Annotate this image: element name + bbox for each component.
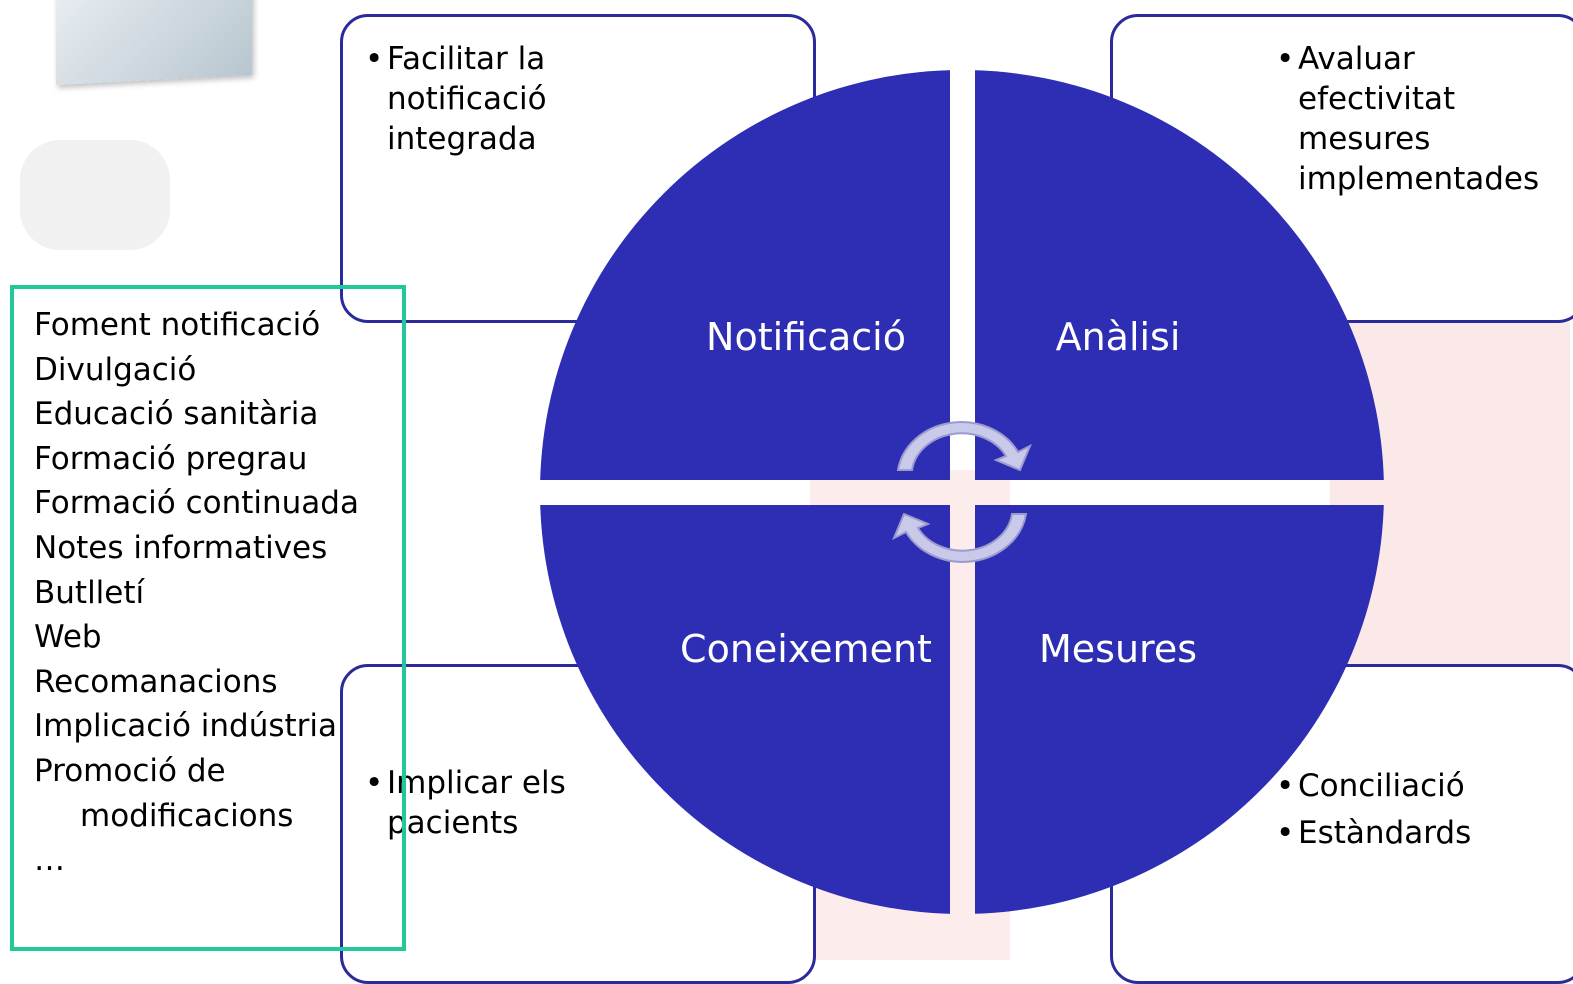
bullet-continuation: pacients	[387, 805, 519, 841]
list-item: Formació pregrau	[34, 440, 308, 477]
quadrant-top-left	[540, 70, 950, 480]
list-item: Implicació indústria	[34, 708, 338, 745]
quadrant-label-notificacio: Notificació	[706, 315, 906, 359]
list-item: Butlletí	[34, 574, 145, 611]
list-item: Recomanacions	[34, 663, 278, 700]
list-item: Foment notificació	[34, 307, 321, 343]
quadrant-bottom-left	[540, 505, 950, 914]
box-top-left-text: •Facilitar la notificació integrada	[365, 39, 547, 159]
box-bottom-left-text: •Implicar els pacients	[365, 763, 566, 843]
box-bottom-right-text: •Conciliació •Estàndards	[1276, 763, 1471, 857]
quadrant-bottom-right	[975, 505, 1384, 914]
list-item: Formació continuada	[34, 485, 359, 522]
list-item: Educació sanitària	[34, 396, 319, 433]
actions-list: Foment notificació Divulgació Educació s…	[34, 303, 359, 883]
list-item: Web	[34, 619, 102, 656]
quadrant-label-analisi: Anàlisi	[1055, 315, 1181, 359]
list-item: …	[34, 842, 65, 879]
bullet-item: •Avaluar	[1276, 41, 1415, 77]
box-top-right-text: •Avaluar efectivitat mesures implementad…	[1276, 39, 1539, 199]
list-item: Divulgació	[34, 351, 197, 388]
list-item: modificacions	[80, 797, 294, 834]
bullet-item: •Estàndards	[1276, 815, 1472, 851]
actions-list-box: Foment notificació Divulgació Educació s…	[10, 285, 406, 951]
quadrant-top-right	[975, 70, 1384, 480]
bullet-item: •Implicar els	[365, 765, 566, 801]
bullet-continuation: implementades	[1298, 161, 1540, 197]
bullet-continuation: integrada	[387, 121, 537, 157]
bullet-item: •Facilitar la	[365, 41, 546, 77]
list-item: Promoció de	[34, 752, 226, 789]
bullet-continuation: efectivitat	[1298, 81, 1456, 117]
bullet-continuation: notificació	[387, 81, 547, 117]
bullet-continuation: mesures	[1298, 121, 1431, 157]
quadrant-label-mesures: Mesures	[1038, 627, 1198, 671]
bullet-item: •Conciliació	[1276, 768, 1465, 804]
circular-arrows-icon	[892, 421, 1032, 563]
list-item: Notes informatives	[34, 529, 328, 566]
quadrant-label-coneixement: Coneixement	[680, 627, 932, 671]
background-shape	[20, 140, 170, 250]
